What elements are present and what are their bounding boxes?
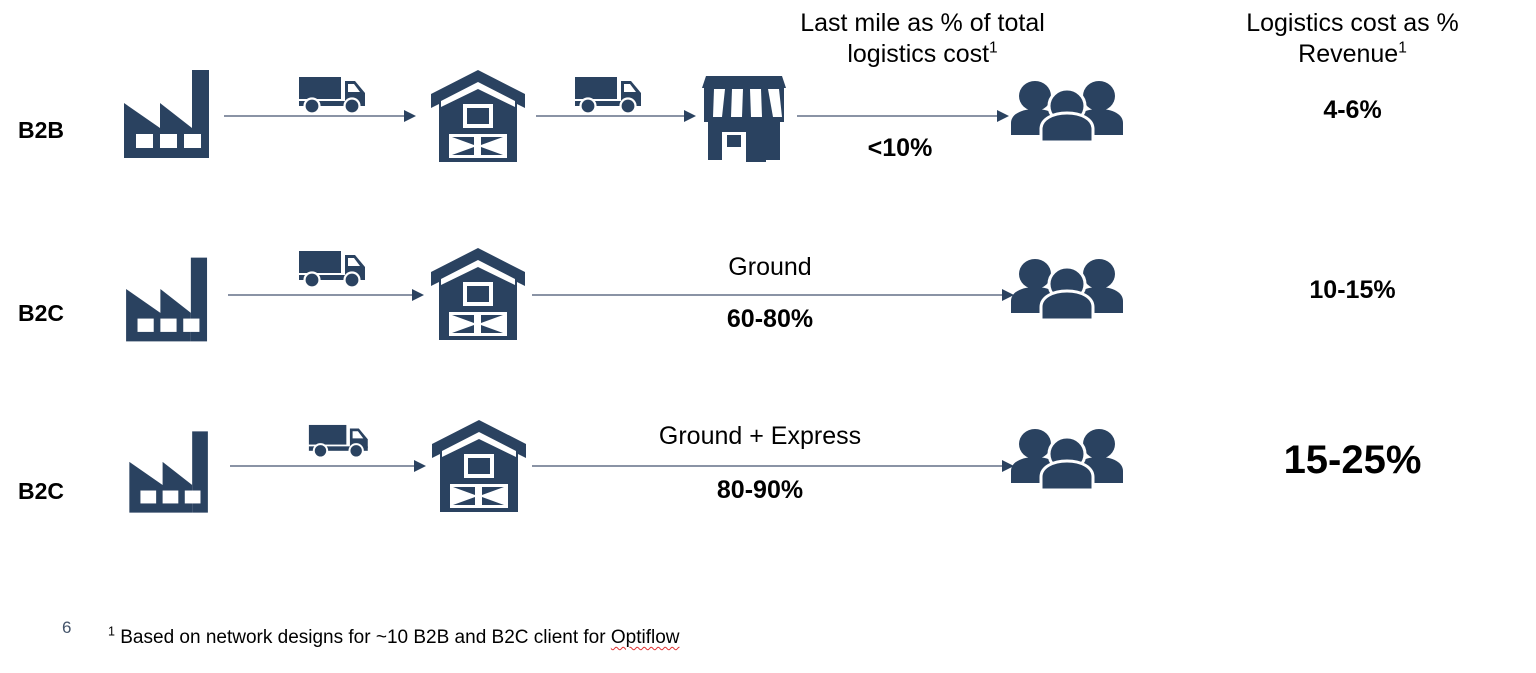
customers-icon bbox=[1011, 259, 1123, 320]
slide-number: 6 bbox=[62, 618, 72, 637]
flow-arrow-r1-3 bbox=[797, 110, 1009, 122]
factory-icon bbox=[124, 70, 209, 158]
store-icon bbox=[702, 76, 786, 162]
footnote: 1 Based on network designs for ~10 B2B a… bbox=[108, 624, 680, 649]
factory-icon bbox=[126, 257, 208, 342]
warehouse-icon bbox=[431, 248, 525, 340]
column-header-last-mile: Last mile as % of total logistics cost1 bbox=[745, 8, 1100, 69]
flow-label-r2-below: 60-80% bbox=[726, 305, 814, 333]
flow-arrow-r3-1 bbox=[230, 460, 426, 472]
column-header-logistics-cost-text: Logistics cost as % Revenue bbox=[1246, 9, 1459, 68]
flow-label-r2-above: Ground bbox=[728, 253, 812, 281]
flow-arrow-r1-1 bbox=[224, 110, 416, 122]
row-label-b2c-2: B2C bbox=[18, 478, 65, 504]
flow-arrow-r2-1 bbox=[228, 289, 424, 301]
warehouse-icon bbox=[432, 420, 526, 512]
column-header-logistics-cost-footnote-mark: 1 bbox=[1398, 39, 1407, 57]
customers-icon bbox=[1011, 429, 1123, 490]
flow-label-r3-above: Ground + Express bbox=[658, 422, 862, 450]
footnote-text: Based on network designs for ~10 B2B and… bbox=[114, 627, 611, 648]
column-header-last-mile-footnote-mark: 1 bbox=[989, 39, 998, 57]
right-value-row1: 4-6% bbox=[1323, 96, 1382, 124]
row-label-b2c-1: B2C bbox=[18, 300, 65, 326]
flow-arrow-r1-2 bbox=[536, 110, 696, 122]
column-header-logistics-cost: Logistics cost as % Revenue1 bbox=[1185, 8, 1520, 69]
truck-icon bbox=[299, 251, 365, 289]
row-label-b2b: B2B bbox=[18, 117, 65, 143]
right-value-row2: 10-15% bbox=[1309, 276, 1396, 304]
footnote-misspelled-word: Optiflow bbox=[610, 627, 680, 648]
column-header-last-mile-text: Last mile as % of total logistics cost bbox=[800, 9, 1045, 68]
warehouse-icon bbox=[431, 70, 525, 162]
right-value-row3: 15-25% bbox=[1283, 438, 1422, 482]
flow-arrow-r2-2 bbox=[532, 289, 1014, 301]
truck-icon bbox=[308, 424, 368, 459]
footnote-mark: 1 bbox=[108, 624, 115, 639]
flow-arrow-r3-2 bbox=[532, 460, 1014, 472]
truck-icon bbox=[575, 77, 641, 115]
flow-label-r1-below: <10% bbox=[867, 134, 933, 162]
flow-label-r3-below: 80-90% bbox=[716, 476, 804, 504]
factory-icon bbox=[129, 431, 208, 513]
customers-icon bbox=[1011, 81, 1123, 142]
truck-icon bbox=[299, 77, 365, 115]
